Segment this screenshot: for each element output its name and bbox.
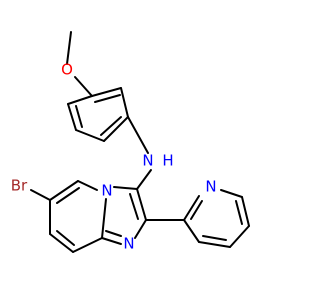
bond-aryl-amine [127, 116, 149, 154]
bond-anisole-4 [75, 129, 105, 142]
bond-anisole-1 [91, 87, 122, 97]
bond-pyridine-4 [229, 225, 250, 248]
bond-pyridone-4 [49, 233, 74, 253]
bond-imidazole-5 [113, 186, 138, 190]
amine-hydrogen-label: H [162, 152, 173, 170]
bond-amine-imidazole [136, 169, 152, 190]
bond-pyridine-3 [241, 196, 250, 227]
bond-imidazole-3 [101, 237, 122, 245]
bond-pyridine-3-inner [235, 200, 243, 225]
molecule-structure: O N H Br N N N [11, 31, 250, 253]
bond-pyridine-1 [183, 195, 200, 221]
bond-oxygen-aryl [74, 76, 93, 97]
oxygen-atom-label: O [61, 61, 73, 79]
amine-nitrogen-label: N [142, 152, 153, 170]
pyridine-nitrogen-label: N [205, 178, 216, 196]
bromine-atom-label: Br [11, 177, 28, 195]
bond-anisole-3-inner [100, 116, 122, 136]
bond-anisole-5 [67, 103, 77, 131]
bond-anisole-5-inner [75, 105, 83, 128]
bond-imidazole-2 [134, 219, 147, 239]
bond-anisole-1-inner [94, 94, 121, 103]
bond-anisole-2 [120, 87, 129, 118]
bond-anisole-3 [103, 116, 129, 142]
bond-bromine [30, 189, 51, 201]
bond-pyridine-1-inner [190, 200, 203, 220]
bond-pyridine-5 [198, 241, 231, 248]
bond-imidazole-1-inner [129, 193, 139, 220]
bond-pyridone-1 [77, 180, 98, 191]
bridgehead-nitrogen-label: N [101, 182, 112, 200]
imidazole-nitrogen-label: N [123, 235, 134, 253]
bond-pyridine-5-inner [202, 235, 227, 241]
bond-pyridone-5 [72, 237, 103, 253]
bond-pyridine-6 [183, 219, 200, 243]
bond-imidazole-1 [136, 188, 147, 221]
bond-imidazole-3-inner [105, 230, 122, 237]
bond-pyridine-2 [220, 189, 243, 198]
bond-methyl-oxygen [66, 31, 72, 65]
bond-pyridone-2 [49, 180, 79, 201]
bond-pyridone-4-inner [56, 230, 75, 246]
bond-anisole-6 [67, 95, 93, 105]
bond-imidazole-4 [101, 198, 107, 239]
bond-pyridone-2-inner [56, 187, 80, 204]
